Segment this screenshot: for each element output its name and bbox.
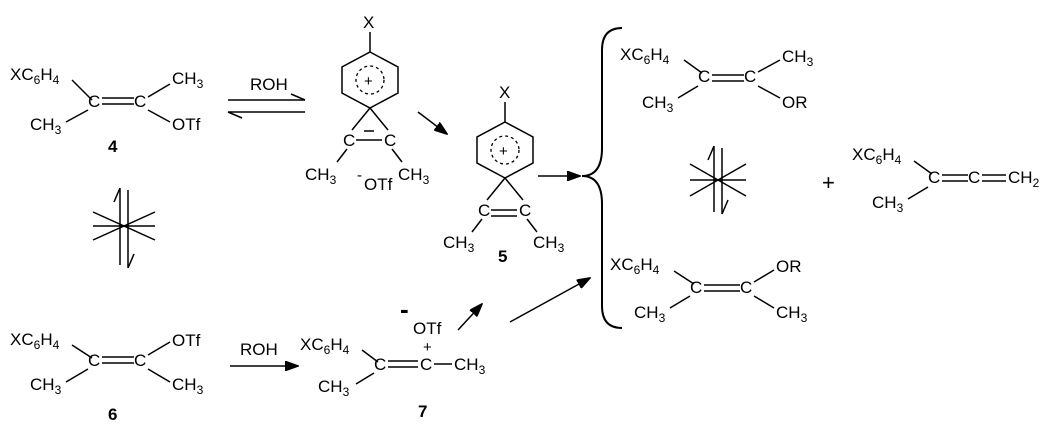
aryl-substituent-label: XC6H4: [610, 255, 660, 277]
carbon-atom-label: C: [88, 92, 100, 111]
carbon-atom-label: C: [343, 131, 355, 150]
compound-4: XC6H4 C C CH3 CH3 OTf 4: [10, 65, 204, 156]
methyl-label: CH3: [634, 303, 666, 325]
methyl-label: CH3: [172, 375, 204, 397]
blocked-equilibrium-products: [689, 145, 747, 215]
carbon-atom-label: C: [698, 67, 710, 86]
aryl-substituent-label: XC6H4: [300, 335, 350, 357]
carbon-atom-label: C: [134, 92, 146, 111]
product-enol-ether-bottom: XC6H4 C C OR CH3 CH3: [610, 255, 808, 325]
carbon-atom-label: C: [420, 355, 432, 374]
reagent-label: ROH: [250, 75, 288, 94]
aryl-substituent-label: XC6H4: [10, 330, 60, 352]
reagent-label: ROH: [240, 340, 278, 359]
compound-number: 4: [108, 137, 118, 156]
carbon-atom-label: C: [928, 168, 940, 187]
product-brace: [581, 27, 623, 329]
aryl-substituent-label: XC6H4: [852, 145, 902, 167]
methyl-label: CH3: [172, 69, 204, 91]
compound-5: X + C C CH3 CH3 5: [443, 83, 565, 266]
blocked-equilibrium-4-6: [92, 187, 156, 269]
positive-charge: +: [499, 143, 508, 160]
reaction-arrow: [457, 304, 482, 331]
methyl-label: CH3: [305, 165, 337, 187]
carbon-atom-label: C: [478, 201, 490, 220]
methyl-label: CH3: [776, 303, 808, 325]
positive-charge: +: [423, 339, 432, 356]
carbon-atom-label: C: [744, 67, 756, 86]
compound-number: 6: [108, 405, 117, 424]
compound-7: - OTf XC6H4 C C + CH3 CH3 7: [300, 294, 486, 421]
x-substituent-label: X: [499, 83, 510, 102]
carbon-atom-label: C: [740, 278, 752, 297]
reaction-arrow: [417, 111, 447, 134]
aryl-substituent-label: XC6H4: [620, 45, 670, 67]
carbon-atom-label: C: [88, 351, 100, 370]
x-substituent-label: X: [363, 13, 374, 32]
negative-charge: -: [357, 167, 362, 184]
compound-6: XC6H4 C C OTf CH3 CH3 6: [10, 330, 204, 424]
methyl-label: CH3: [30, 375, 62, 397]
methyl-label: CH3: [443, 233, 475, 255]
compound-number: 7: [418, 402, 427, 421]
carbon-atom-label: C: [374, 355, 386, 374]
spiro-intermediate: X + C C CH3 CH3 - OTf: [305, 13, 430, 194]
methyl-label: CH3: [454, 355, 486, 377]
aryl-substituent-label: XC6H4: [10, 65, 60, 87]
product-allene: XC6H4 C C CH2 CH3: [852, 145, 1040, 215]
carbon-atom-label: C: [384, 131, 396, 150]
product-enol-ether-top: XC6H4 C C CH3 CH3 OR: [620, 45, 814, 115]
methyl-label: CH3: [642, 93, 674, 115]
methylene-label: CH2: [1008, 168, 1040, 190]
compound-number: 5: [498, 247, 507, 266]
positive-charge: +: [364, 73, 373, 90]
carbon-atom-label: C: [690, 278, 702, 297]
triflate-label: OTf: [172, 331, 201, 350]
alkoxy-label: OR: [776, 257, 802, 276]
triflate-counterion-label: OTf: [364, 175, 393, 194]
methyl-label: CH3: [318, 377, 350, 399]
negative-charge: -: [400, 294, 409, 324]
plus-sign: +: [822, 170, 835, 195]
reaction-arrow-roh: ROH: [230, 340, 298, 366]
triflate-label: OTf: [172, 115, 201, 134]
triflate-counterion-label: OTf: [413, 319, 442, 338]
carbon-atom-label: C: [134, 351, 146, 370]
methyl-label: CH3: [30, 115, 62, 137]
carbon-atom-label: C: [968, 168, 980, 187]
methyl-label: CH3: [872, 193, 904, 215]
alkoxy-label: OR: [782, 93, 808, 112]
methyl-label: CH3: [782, 47, 814, 69]
reaction-arrow: [509, 278, 590, 323]
methyl-label: CH3: [533, 233, 565, 255]
carbon-atom-label: C: [519, 201, 531, 220]
equilibrium-arrows-roh: ROH: [227, 75, 306, 119]
methyl-label: CH3: [398, 165, 430, 187]
